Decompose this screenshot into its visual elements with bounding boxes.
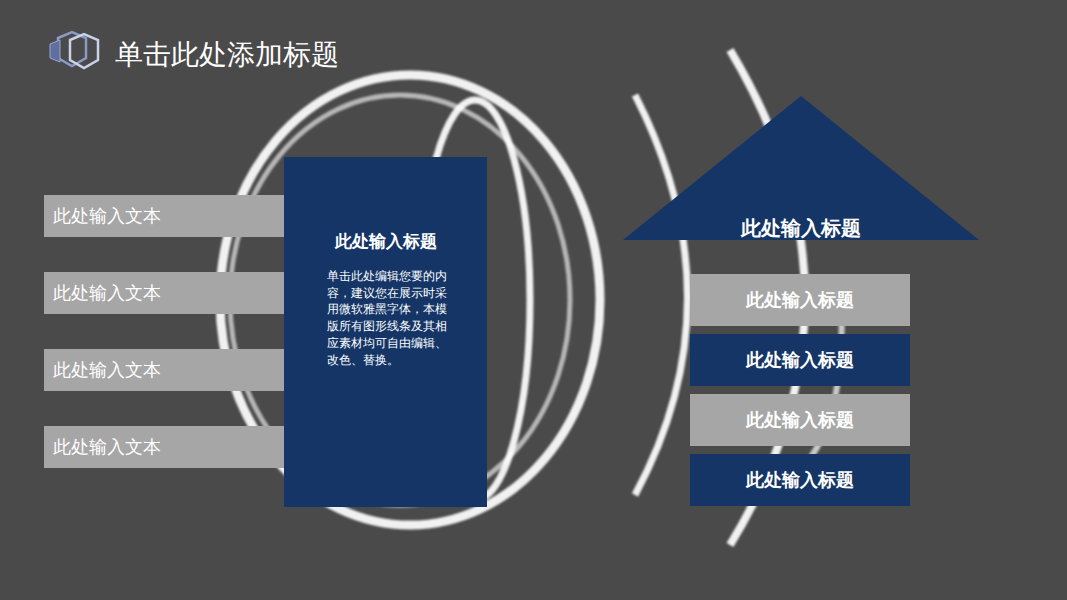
text-bar: 此处输入文本 <box>44 195 285 237</box>
stack-bar: 此处输入标题 <box>690 394 910 446</box>
stack-bar: 此处输入标题 <box>690 454 910 506</box>
arrow-head-node: 此处输入标题 <box>623 96 979 240</box>
panel-heading: 此处输入标题 <box>284 231 487 252</box>
panel-body: 单击此处编辑您要的内容，建议您在展示时采用微软雅黑字体，本模版所有图形线条及其相… <box>327 268 451 369</box>
slide-title: 单击此处添加标题 <box>115 36 339 74</box>
stack-bar: 此处输入标题 <box>690 274 910 326</box>
hexagon-facet <box>50 40 60 62</box>
text-bar: 此处输入文本 <box>44 272 285 314</box>
bar-heading: 此处输入标题 <box>746 408 854 432</box>
arc-1 <box>635 95 688 495</box>
arrow-heading: 此处输入标题 <box>623 215 979 242</box>
bar-text: 此处输入文本 <box>53 281 161 305</box>
title-icon <box>50 32 98 68</box>
bar-text: 此处输入文本 <box>53 435 161 459</box>
bar-heading: 此处输入标题 <box>746 468 854 492</box>
hexagon-icon <box>70 34 98 68</box>
stack-bar: 此处输入标题 <box>690 334 910 386</box>
text-bar: 此处输入文本 <box>44 426 285 468</box>
bar-text: 此处输入文本 <box>53 358 161 382</box>
text-bar: 此处输入文本 <box>44 349 285 391</box>
bar-text: 此处输入文本 <box>53 204 161 228</box>
bar-heading: 此处输入标题 <box>746 288 854 312</box>
content-panel: 此处输入标题单击此处编辑您要的内容，建议您在展示时采用微软雅黑字体，本模版所有图… <box>284 157 487 507</box>
bar-heading: 此处输入标题 <box>746 348 854 372</box>
